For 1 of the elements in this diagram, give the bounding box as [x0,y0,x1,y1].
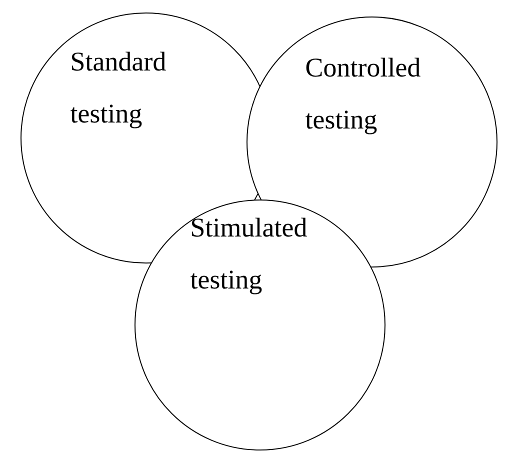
node-label: Controlled testing [305,58,420,134]
